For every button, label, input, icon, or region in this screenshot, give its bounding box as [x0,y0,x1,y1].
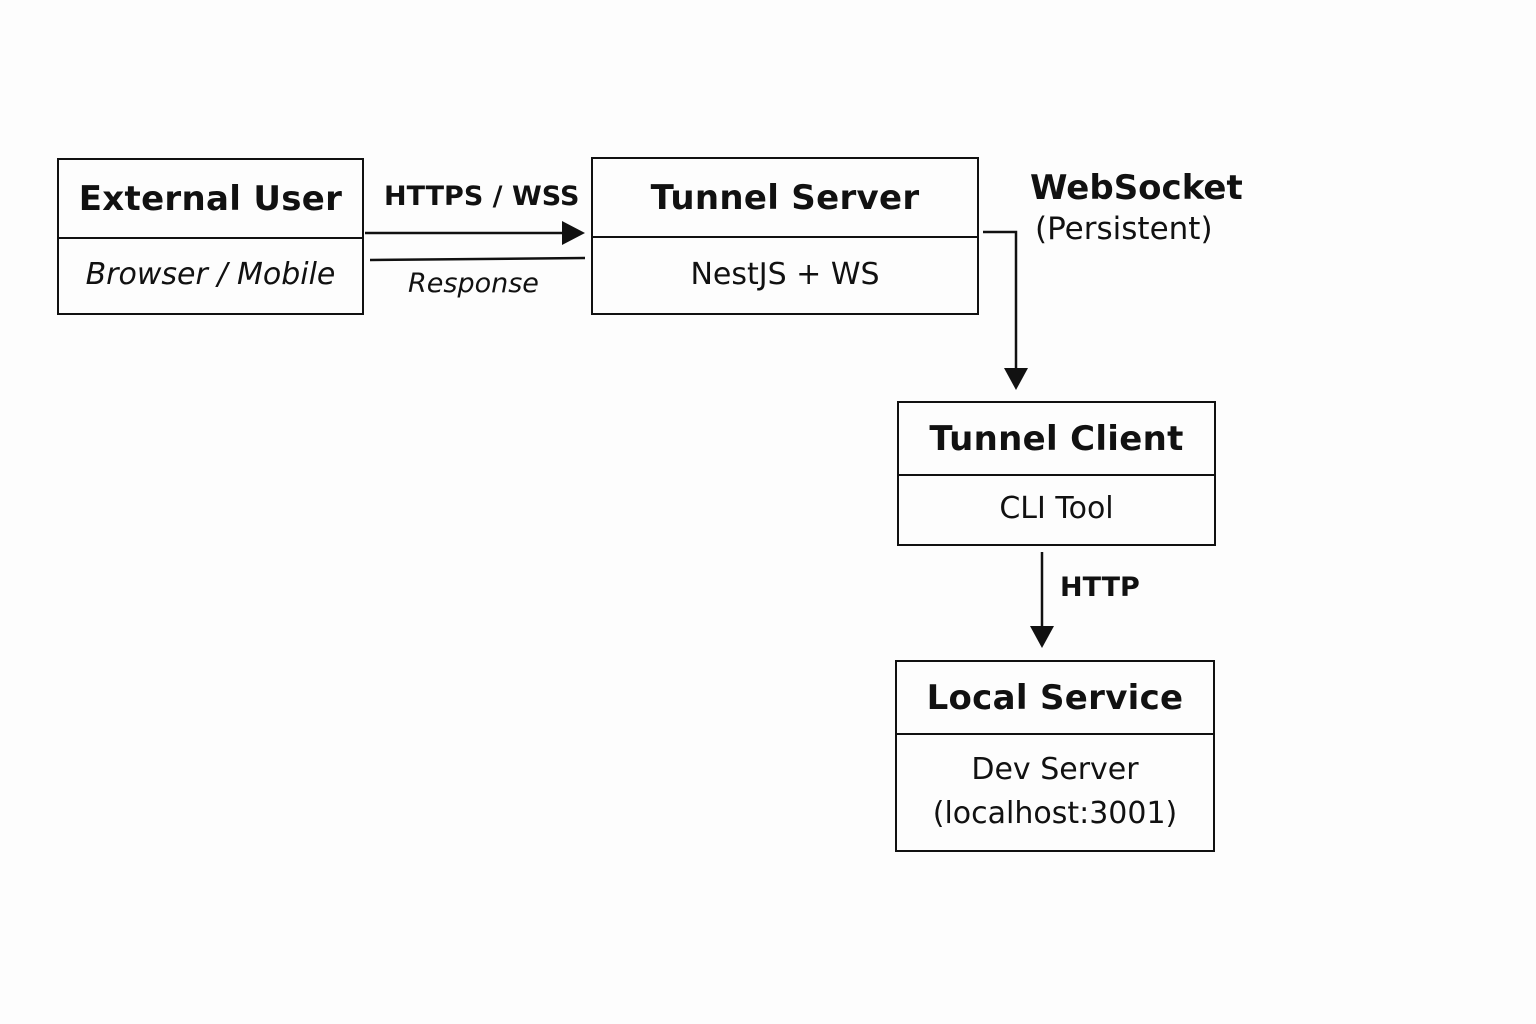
local-service-node: Local Service Dev Server (localhost:3001… [895,660,1215,852]
response-line [369,256,586,262]
request-label: HTTPS / WSS [384,181,580,212]
http-arrow [1030,552,1054,648]
node-title: Tunnel Client [899,403,1214,476]
external-user-node: External User Browser / Mobile [57,158,364,315]
websocket-arrow [983,230,1028,390]
node-subtitle: NestJS + WS [690,256,880,292]
tunnel-server-node: Tunnel Server NestJS + WS [591,157,979,315]
request-arrow [365,221,585,245]
node-title: Tunnel Server [593,159,977,238]
node-subtitle: Dev Server (localhost:3001) [897,733,1213,850]
http-label: HTTP [1060,572,1140,603]
node-title: Local Service [897,662,1213,735]
node-title: External User [59,160,362,239]
response-label: Response [408,268,539,299]
node-subtitle-line-2: (localhost:3001) [932,795,1178,831]
websocket-label: WebSocket [1030,168,1243,208]
tunnel-client-node: Tunnel Client CLI Tool [897,401,1216,546]
node-subtitle-line-1: Dev Server [971,751,1139,787]
node-subtitle: Browser / Mobile [85,257,336,292]
node-subtitle: CLI Tool [999,491,1114,526]
websocket-sublabel: (Persistent) [1035,211,1213,247]
